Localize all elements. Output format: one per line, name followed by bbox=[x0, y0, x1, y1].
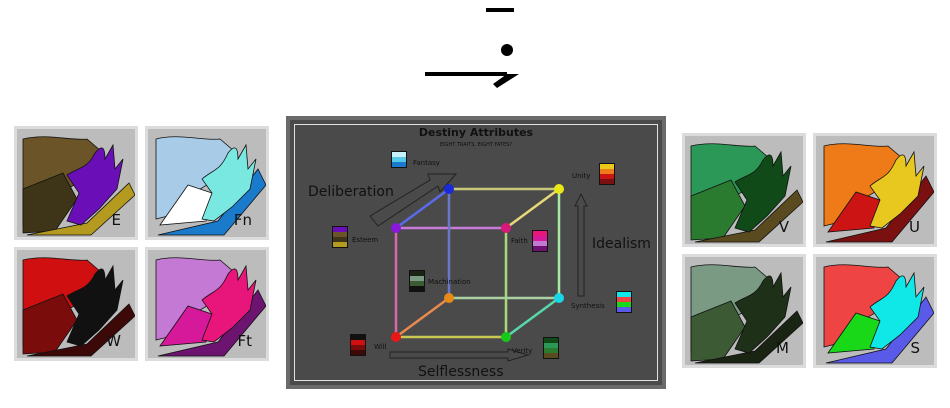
swatch-machination bbox=[409, 270, 425, 292]
V-emblem-icon bbox=[690, 143, 803, 243]
S-emblem-icon bbox=[823, 264, 934, 364]
swatch-band bbox=[351, 345, 365, 350]
swatch-unity bbox=[599, 163, 615, 185]
swatch-band bbox=[351, 340, 365, 345]
tile-U: U bbox=[813, 133, 937, 247]
node-label-fantasy: Fantasy bbox=[413, 159, 440, 167]
panel-frame bbox=[294, 124, 658, 381]
idealism-arrow-icon bbox=[574, 192, 588, 297]
tile-label: S bbox=[910, 339, 920, 357]
swatch-band bbox=[533, 236, 547, 241]
W-emblem-icon bbox=[22, 257, 135, 357]
swatch-band bbox=[392, 152, 406, 157]
tile-S: S bbox=[813, 254, 937, 368]
swatch-band bbox=[351, 350, 365, 355]
destiny-attributes-panel: Destiny Attributes EIGHT TRAITS, EIGHT F… bbox=[286, 116, 666, 389]
swatch-faith bbox=[532, 230, 548, 252]
tile-label: V bbox=[778, 218, 789, 236]
swatch-band bbox=[351, 335, 365, 340]
swatch-band bbox=[410, 286, 424, 291]
swatch-band bbox=[617, 297, 631, 302]
header-glyph-icon bbox=[425, 8, 519, 88]
deliberation-arrow-icon bbox=[369, 173, 458, 227]
swatch-band bbox=[333, 242, 347, 247]
swatch-band bbox=[392, 162, 406, 167]
axis-label-idealism: Idealism bbox=[592, 236, 651, 252]
Fn-emblem-icon bbox=[155, 136, 266, 236]
swatch-band bbox=[617, 292, 631, 297]
node-will bbox=[391, 332, 401, 342]
swatch-band bbox=[600, 179, 614, 184]
swatch-band bbox=[544, 338, 558, 343]
swatch-band bbox=[410, 276, 424, 281]
M-emblem-icon bbox=[690, 264, 803, 364]
swatch-band bbox=[544, 348, 558, 353]
swatch-band bbox=[410, 281, 424, 286]
tile-Ft: Ft bbox=[145, 247, 269, 361]
swatch-esteem bbox=[332, 226, 348, 248]
swatch-band bbox=[617, 307, 631, 312]
tile-label: Ft bbox=[237, 332, 252, 350]
swatch-band bbox=[600, 164, 614, 169]
tile-label: W bbox=[106, 332, 121, 350]
Ft-emblem-icon bbox=[155, 257, 266, 357]
tile-label: M bbox=[776, 339, 789, 357]
attribute-cube bbox=[391, 184, 564, 342]
swatch-fantasy bbox=[391, 151, 407, 168]
swatch-band bbox=[544, 353, 558, 358]
tile-label: E bbox=[111, 211, 121, 229]
E-emblem-icon bbox=[22, 136, 135, 236]
U-emblem-icon bbox=[823, 143, 934, 243]
node-machination bbox=[444, 293, 454, 303]
panel-title: Destiny Attributes bbox=[418, 126, 534, 139]
swatch-band bbox=[600, 174, 614, 179]
tile-E: E bbox=[14, 126, 138, 240]
node-verity bbox=[501, 332, 511, 342]
swatch-band bbox=[533, 241, 547, 246]
tile-W: W bbox=[14, 247, 138, 361]
tile-label: Fn bbox=[233, 211, 252, 229]
tile-M: M bbox=[682, 254, 806, 368]
swatch-band bbox=[600, 169, 614, 174]
swatch-band bbox=[392, 157, 406, 162]
node-label-esteem: Esteem bbox=[352, 236, 379, 244]
swatch-will bbox=[350, 334, 366, 356]
swatch-band bbox=[617, 302, 631, 307]
node-synthesis bbox=[554, 293, 564, 303]
node-faith bbox=[501, 223, 511, 233]
tile-V: V bbox=[682, 133, 806, 247]
cube-edges bbox=[394, 187, 561, 339]
axis-label-deliberation: Deliberation bbox=[308, 184, 394, 200]
tile-label: U bbox=[909, 218, 920, 236]
axis-label-selflessness: Selflessness bbox=[418, 364, 504, 380]
node-unity bbox=[554, 184, 564, 194]
node-label-verity: Verity bbox=[512, 347, 533, 355]
node-label-unity: Unity bbox=[572, 172, 591, 180]
swatch-band bbox=[333, 227, 347, 232]
swatch-band bbox=[333, 237, 347, 242]
swatch-synthesis bbox=[616, 291, 632, 313]
swatch-band bbox=[410, 271, 424, 276]
node-fantasy bbox=[444, 184, 454, 194]
node-label-faith: Faith bbox=[511, 237, 528, 245]
swatch-verity bbox=[543, 337, 559, 359]
node-label-will: Will bbox=[374, 343, 387, 351]
panel-subtitle: EIGHT TRAITS, EIGHT FATES? bbox=[440, 142, 512, 148]
swatch-band bbox=[333, 232, 347, 237]
tile-Fn: Fn bbox=[145, 126, 269, 240]
swatch-band bbox=[533, 246, 547, 251]
node-label-machination: Machination bbox=[428, 278, 471, 286]
selflessness-arrow-icon bbox=[389, 348, 530, 362]
node-esteem bbox=[391, 223, 401, 233]
swatch-band bbox=[533, 231, 547, 236]
node-label-synthesis: Synthesis bbox=[571, 302, 605, 310]
swatch-band bbox=[544, 343, 558, 348]
